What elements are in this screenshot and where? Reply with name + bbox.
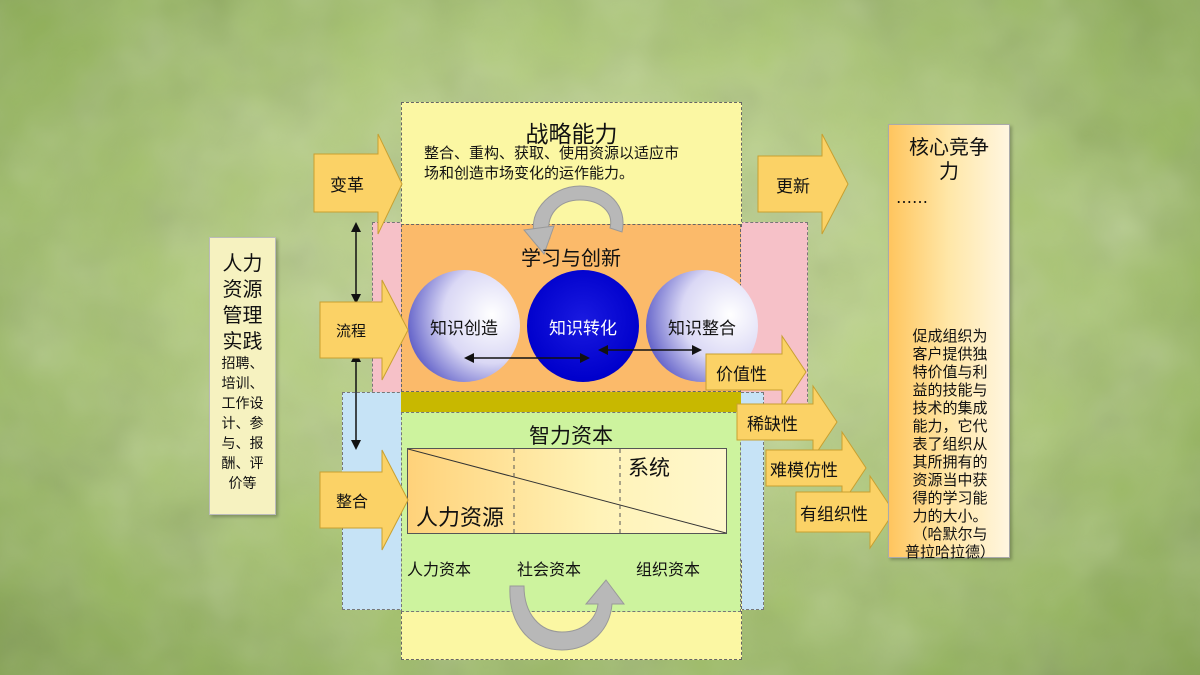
arrow-shape-icon <box>765 430 867 506</box>
change-label: 变革 <box>330 175 364 196</box>
attribute-label: 有组织性 <box>800 504 868 525</box>
organizational-capital-label: 组织资本 <box>636 560 701 579</box>
circle-label: 知识整合 <box>668 318 736 339</box>
attribute-label: 难模仿性 <box>770 460 838 481</box>
double-arrows-icon <box>464 345 702 363</box>
change-arrow: 变革 <box>312 132 404 236</box>
process-arrow: 流程 <box>318 278 410 382</box>
attribute-arrow-inimitability: 难模仿性 <box>764 430 868 506</box>
arrow-shape-icon <box>705 334 807 410</box>
renewal-label: 更新 <box>776 176 810 197</box>
olive-divider-band <box>401 392 741 412</box>
human-resources-label: 人力资源 <box>416 506 505 531</box>
attribute-arrow-organization: 有组织性 <box>794 474 898 550</box>
attribute-arrow-rarity: 稀缺性 <box>735 384 839 460</box>
human-capital-label: 人力资本 <box>407 560 472 579</box>
circle-label: 知识创造 <box>430 318 498 339</box>
circle-label: 知识转化 <box>549 318 617 339</box>
renewal-arrow: 更新 <box>756 132 850 236</box>
social-capital-label: 社会资本 <box>517 560 582 579</box>
core-competence-box <box>888 124 1010 558</box>
arrow-shape-icon <box>313 133 403 235</box>
arrow-shape-icon <box>736 384 838 460</box>
strategic-description: 整合、重构、获取、使用资源以适应市 场和创造市场变化的运作能力。 <box>424 144 680 182</box>
arrow-shape-icon <box>795 474 895 550</box>
strategic-capability-box <box>401 102 742 227</box>
strategic-title: 战略能力 <box>525 122 618 148</box>
core-competence-description: 促成组织为 客户提供独 特价值与利 益的技能与 技术的集成 能力，它代 表了组织… <box>904 327 995 561</box>
integration-label: 整合 <box>336 492 369 511</box>
knowledge-creation-circle: 知识创造 <box>408 270 520 382</box>
process-label: 流程 <box>336 321 367 340</box>
learning-title: 学习与创新 <box>521 246 621 270</box>
arrow-shape-icon <box>319 449 409 551</box>
hr-practice-title: 人力 资源 管理 实践 <box>222 251 263 353</box>
attribute-label: 价值性 <box>716 364 767 385</box>
integration-arrow: 整合 <box>318 448 410 552</box>
core-competence-title: 核心竞争 力 <box>909 135 989 183</box>
hr-practice-box <box>209 237 276 515</box>
knowledge-transfer-circle: 知识转化 <box>527 270 639 382</box>
arrow-shape-icon <box>319 279 409 381</box>
system-label: 系统 <box>628 456 670 480</box>
attribute-arrow-value: 价值性 <box>704 334 808 410</box>
hr-practice-description: 招聘、 培训、 工作设 计、参 与、报 酬、评 价等 <box>221 356 264 492</box>
intellectual-capital-title: 智力资本 <box>529 424 613 448</box>
attribute-label: 稀缺性 <box>747 414 798 435</box>
system-hr-box <box>407 448 727 534</box>
arrow-shape-icon <box>757 133 849 235</box>
cycle-arrow-top-icon <box>523 185 624 255</box>
system-hr-lines <box>408 449 726 533</box>
core-ellipsis: …… <box>896 188 928 207</box>
cycle-arrow-bottom-icon <box>509 579 625 651</box>
